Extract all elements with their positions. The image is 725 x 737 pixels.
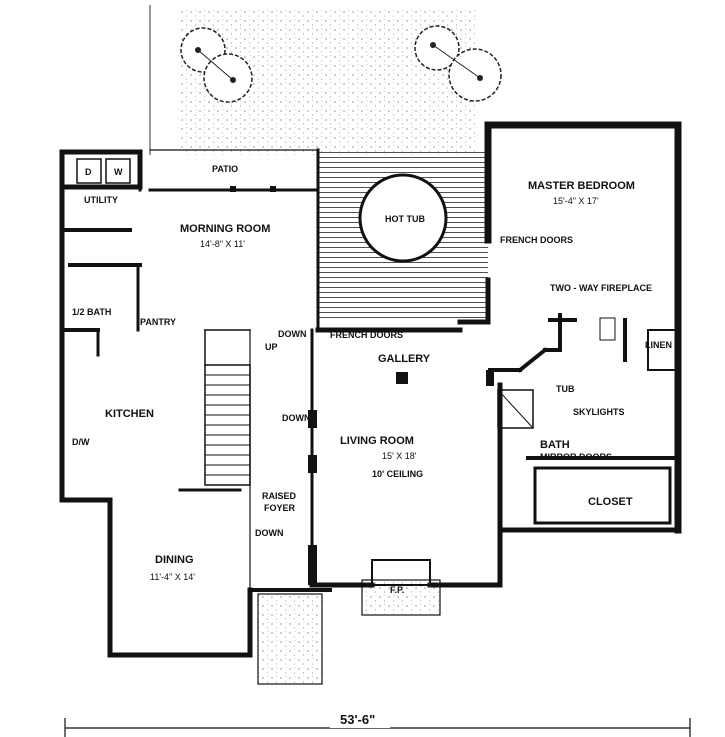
linen-label: LINEN bbox=[645, 340, 672, 350]
tree-icon bbox=[180, 27, 253, 103]
room-labels: PATIO D W UTILITY MORNING ROOM 14'-8" X … bbox=[72, 164, 672, 595]
dining-label: DINING bbox=[155, 554, 194, 566]
tree-icon bbox=[414, 25, 502, 102]
two-way-fireplace-label: TWO - WAY FIREPLACE bbox=[550, 283, 652, 293]
patio-label: PATIO bbox=[212, 164, 238, 174]
skylights-label: SKYLIGHTS bbox=[573, 407, 625, 417]
morning-room-label: MORNING ROOM bbox=[180, 223, 270, 235]
closet-label: CLOSET bbox=[588, 496, 633, 508]
dining-size: 11'-4" X 14' bbox=[150, 572, 195, 582]
washer-label: W bbox=[114, 167, 123, 177]
hot-tub-icon bbox=[358, 173, 448, 263]
living-room-size: 15' X 18' bbox=[382, 451, 417, 461]
down-label-2: DOWN bbox=[282, 413, 311, 423]
landscape bbox=[149, 5, 502, 155]
raised-label: RAISED bbox=[262, 491, 297, 501]
pantry-label: PANTRY bbox=[140, 317, 176, 327]
deck bbox=[318, 152, 488, 322]
kitchen-label: KITCHEN bbox=[105, 408, 154, 420]
utility-label: UTILITY bbox=[84, 195, 118, 205]
down-label-1: DOWN bbox=[278, 329, 307, 339]
up-label: UP bbox=[265, 342, 278, 352]
tub-label: TUB bbox=[556, 384, 575, 394]
french-doors-master-label: FRENCH DOORS bbox=[500, 235, 573, 245]
half-bath-label: 1/2 BATH bbox=[72, 307, 111, 317]
french-doors-gallery-label: FRENCH DOORS bbox=[330, 330, 403, 340]
mirror-doors-label: MIRROR DOORS bbox=[540, 452, 612, 462]
hot-tub-label: HOT TUB bbox=[385, 214, 425, 224]
living-room-label: LIVING ROOM bbox=[340, 435, 414, 447]
bath-label: BATH bbox=[540, 439, 570, 451]
walls bbox=[59, 121, 682, 685]
overall-dimension: 53'-6" bbox=[64, 712, 691, 737]
foyer-label: FOYER bbox=[264, 503, 296, 513]
fireplace-label: F.P. bbox=[390, 585, 404, 595]
gallery-label: GALLERY bbox=[378, 353, 431, 365]
morning-room-size: 14'-8" X 11' bbox=[200, 239, 245, 249]
master-bedroom-size: 15'-4" X 17' bbox=[553, 196, 599, 206]
overall-width-label: 53'-6" bbox=[340, 712, 375, 727]
down-label-3: DOWN bbox=[255, 528, 284, 538]
master-bedroom-label: MASTER BEDROOM bbox=[528, 180, 635, 192]
dryer-label: D bbox=[85, 167, 92, 177]
living-room-ceiling: 10' CEILING bbox=[372, 469, 423, 479]
dw-label: D/W bbox=[72, 437, 90, 447]
columns bbox=[230, 186, 494, 585]
